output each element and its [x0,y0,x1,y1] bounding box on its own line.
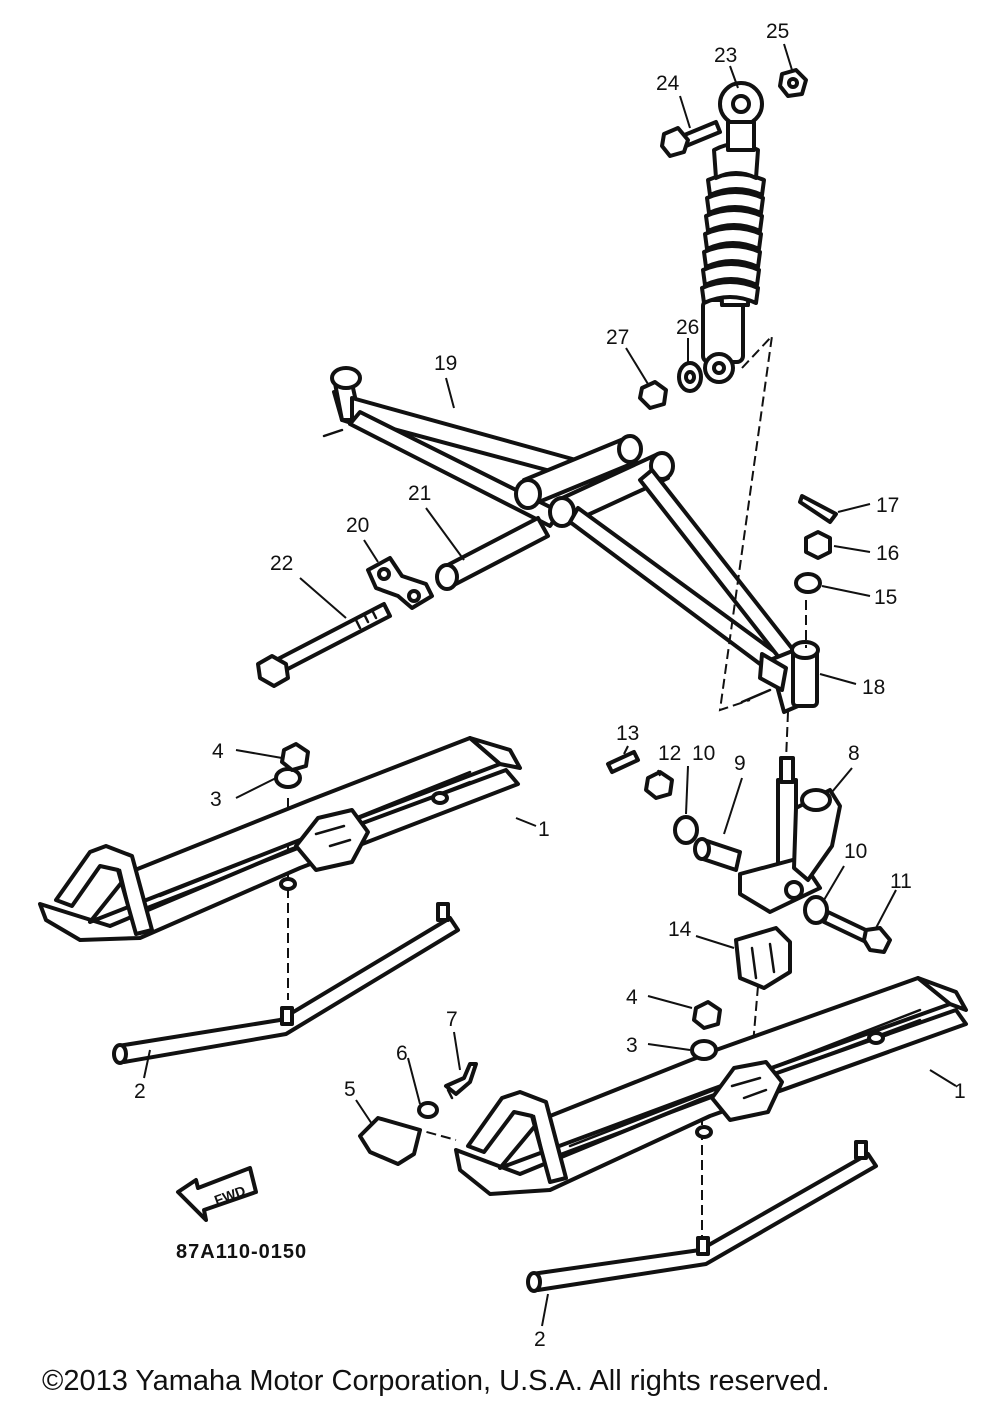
callout-labels: 1 1 2 2 3 3 4 4 5 6 7 8 9 10 10 11 12 13… [134,20,966,1351]
callout-5: 5 [344,1078,356,1101]
callout-24: 24 [656,72,680,95]
wear-bar-right[interactable] [526,1140,878,1293]
callout-10-left: 10 [692,742,715,765]
saddle-nut-right[interactable] [692,1000,722,1030]
saddle-nut-left[interactable] [280,742,310,772]
spindle-bushing[interactable] [693,837,742,872]
ski-spindle[interactable] [738,756,842,914]
saddle-washer-left[interactable] [274,767,302,789]
lower-shock-nut[interactable] [638,380,668,410]
retaining-pin[interactable] [606,750,640,774]
callout-8: 8 [848,742,860,765]
ski-tip-rivet[interactable] [444,1062,478,1100]
callout-19: 19 [434,352,457,375]
callout-2-right: 2 [534,1328,546,1351]
spindle-washer[interactable] [794,572,822,594]
callout-27: 27 [606,326,629,349]
callout-6: 6 [396,1042,408,1065]
wear-bar-left[interactable] [112,902,460,1065]
callout-22: 22 [270,552,293,575]
cotter-pin[interactable] [798,494,838,524]
callout-7: 7 [446,1008,458,1031]
spindle-nut[interactable] [644,770,674,800]
spindle-bolt[interactable] [822,910,892,954]
callout-25: 25 [766,20,789,43]
callout-12: 12 [658,742,681,765]
shock-spring-coils [700,142,766,305]
callout-23: 23 [714,44,737,67]
callout-1-right: 1 [954,1080,966,1103]
mounting-plate[interactable] [366,556,434,610]
callout-4-left: 4 [212,740,224,763]
ski-left[interactable] [38,736,522,942]
callout-14: 14 [668,918,692,941]
front-suspension-arm[interactable] [322,366,820,714]
shock-absorber[interactable] [700,81,766,384]
callout-11: 11 [890,870,912,893]
forward-arrow-icon [176,1166,258,1222]
callout-17: 17 [876,494,899,517]
callout-3-right: 3 [626,1034,638,1057]
ski-tip-cover[interactable] [358,1116,422,1166]
callout-18: 18 [862,676,885,699]
callout-2-left: 2 [134,1080,146,1103]
lower-shock-washer[interactable] [677,361,703,393]
callout-13: 13 [616,722,639,745]
callout-21: 21 [408,482,431,505]
long-pivot-bolt[interactable] [256,602,392,688]
spindle-washer-left[interactable] [673,815,699,845]
callout-26: 26 [676,316,699,339]
upper-shock-nut[interactable] [778,68,808,98]
callout-9: 9 [734,752,746,775]
callout-16: 16 [876,542,899,565]
callout-3-left: 3 [210,788,222,811]
ski-tip-washer[interactable] [417,1101,439,1119]
figure-code: 87A110-0150 [176,1241,307,1263]
ski-damper[interactable] [734,926,792,990]
callout-leader-lines [143,43,957,1327]
callout-10-right: 10 [844,840,867,863]
callout-1-left: 1 [538,818,550,841]
pivot-sleeve[interactable] [435,516,550,591]
callout-4-right: 4 [626,986,638,1009]
callout-20: 20 [346,514,369,537]
spindle-washer-right[interactable] [803,895,829,925]
callout-15: 15 [874,586,897,609]
copyright-notice: ©2013 Yamaha Motor Corporation, U.S.A. A… [42,1365,830,1397]
castle-nut[interactable] [804,530,832,560]
upper-shock-bolt[interactable] [660,120,722,158]
saddle-washer-right[interactable] [690,1039,718,1061]
ski-right[interactable] [454,976,968,1196]
